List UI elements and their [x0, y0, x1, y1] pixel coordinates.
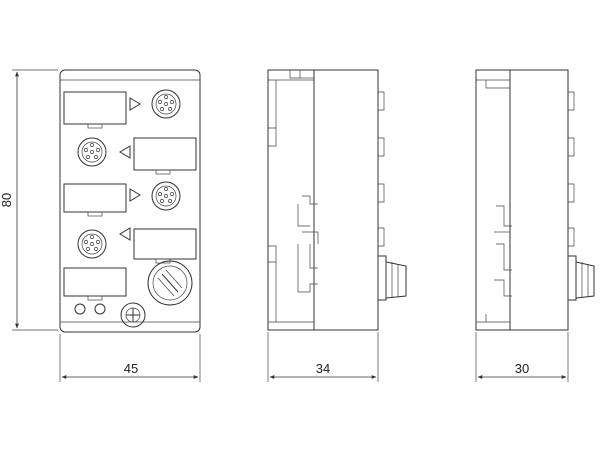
m12-connector-icon [77, 137, 107, 167]
led-indicator-icon [94, 303, 106, 315]
dimension-side-width: 34 [267, 332, 379, 382]
led-indicator-icon [74, 303, 86, 315]
dimension-label-front-width: 45 [124, 361, 138, 376]
m12-connector-icon [151, 181, 181, 211]
dimension-label-back-width: 30 [515, 361, 529, 376]
arrow-right-icon [129, 188, 141, 202]
rotary-switch-icon [147, 260, 193, 306]
back-view [475, 69, 595, 331]
m12-connector-icon [77, 229, 107, 259]
front-view [59, 69, 201, 333]
arrow-right-icon [129, 97, 141, 111]
dimension-label-height: 80 [0, 193, 14, 207]
dimension-front-width: 45 [59, 334, 201, 382]
arrow-left-icon [119, 227, 131, 241]
dimension-height: 80 [0, 69, 58, 331]
arrow-left-icon [119, 145, 131, 159]
side-view [267, 69, 407, 331]
dimension-label-side-width: 34 [316, 361, 330, 376]
m12-connector-icon [151, 89, 181, 119]
ground-screw-icon [120, 302, 146, 328]
dimension-back-width: 30 [475, 332, 569, 382]
